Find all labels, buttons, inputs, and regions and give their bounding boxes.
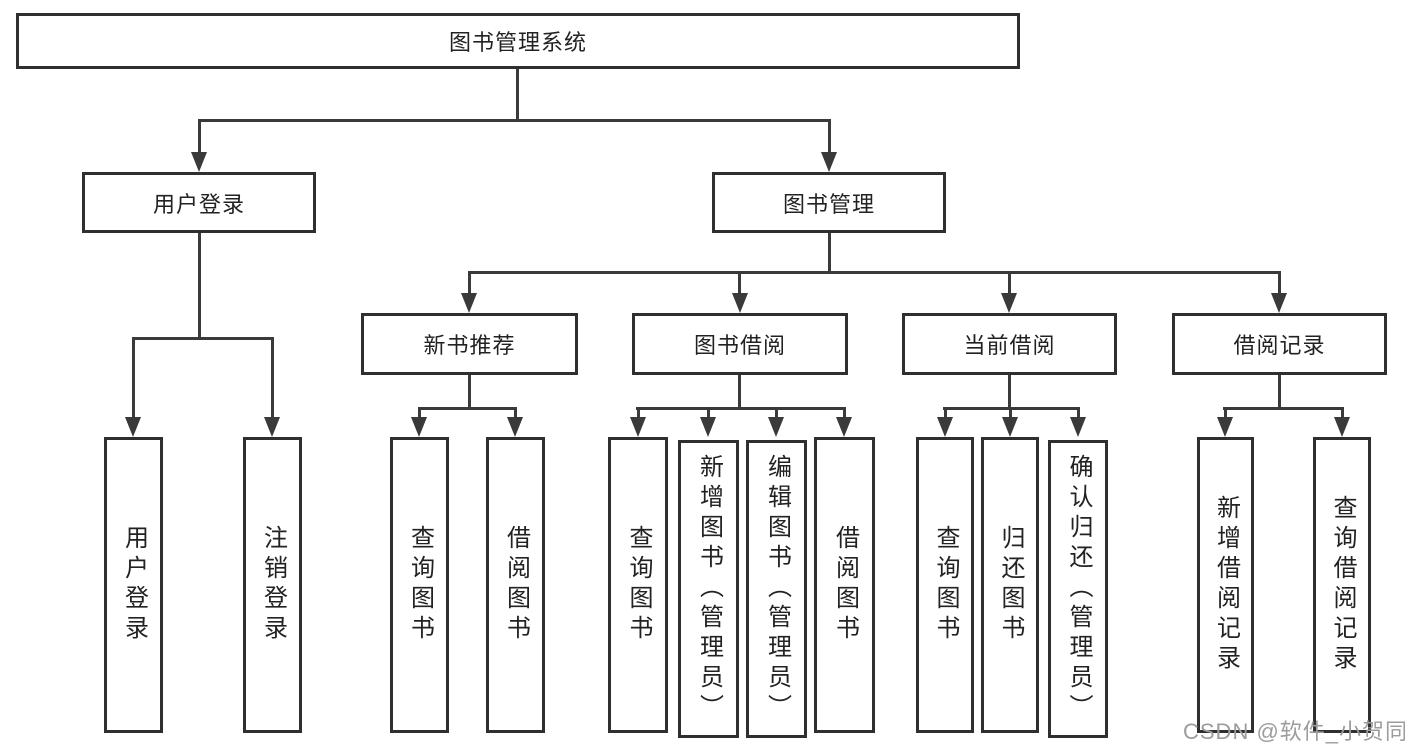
leaf-add-books-admin: 新增图书（管理员）	[678, 440, 739, 738]
connector-drop	[468, 271, 471, 295]
node-root: 图书管理系统	[16, 13, 1020, 69]
leaf-query-books-recommend-label: 查询图书	[406, 525, 434, 645]
connector-recommend-stem	[468, 375, 471, 407]
leaf-query-books-borrowing-label: 查询图书	[625, 525, 652, 645]
connector-drop	[637, 407, 640, 419]
connector-arrowhead	[507, 417, 523, 437]
connector-arrowhead	[1002, 417, 1018, 437]
leaf-borrow-books-recommend: 借阅图书	[486, 437, 545, 733]
leaf-borrow-books-recommend-label: 借阅图书	[502, 525, 530, 645]
leaf-logout-label: 注销登录	[259, 525, 287, 645]
connector-arrowhead	[937, 417, 953, 437]
connector-recommend-bus	[418, 407, 517, 410]
connector-arrowhead	[461, 293, 477, 313]
connector-drop	[1008, 271, 1011, 295]
connector-drop	[271, 337, 274, 417]
leaf-add-books-admin-label: 新增图书（管理员）	[695, 454, 723, 724]
connector-current-stem	[1008, 375, 1011, 407]
connector-arrowhead	[125, 417, 141, 437]
node-root-label: 图书管理系统	[448, 30, 587, 55]
connector-arrowhead	[1001, 293, 1017, 313]
node-book-management-label: 图书管理	[782, 191, 875, 217]
node-user-login: 用户登录	[82, 172, 316, 233]
connector-arrowhead	[191, 152, 207, 172]
connector-user-login-stem	[198, 233, 201, 337]
node-book-borrowing: 图书借阅	[632, 313, 848, 375]
node-borrowing-records-label: 借阅记录	[1233, 333, 1326, 358]
connector-arrowhead	[836, 417, 852, 437]
connector-user-login-drop	[198, 119, 201, 154]
connector-arrowhead	[1334, 417, 1350, 437]
node-book-borrowing-label: 图书借阅	[693, 333, 786, 358]
connector-drop	[944, 407, 947, 419]
leaf-user-login: 用户登录	[104, 437, 163, 733]
node-current-borrowing: 当前借阅	[902, 313, 1117, 375]
node-new-book-recommendation: 新书推荐	[361, 313, 578, 375]
connector-drop	[1009, 407, 1012, 419]
leaf-confirm-return-admin-label: 确认归还（管理员）	[1065, 454, 1092, 724]
connector-drop	[843, 407, 846, 419]
connector-book-mgmt-drop	[828, 119, 831, 154]
leaf-query-borrow-record: 查询借阅记录	[1313, 437, 1371, 733]
node-book-management: 图书管理	[712, 172, 946, 233]
node-borrowing-records: 借阅记录	[1172, 313, 1387, 375]
leaf-edit-books-admin: 编辑图书（管理员）	[746, 440, 807, 738]
connector-drop	[1077, 407, 1080, 419]
leaf-borrow-books-borrowing-label: 借阅图书	[831, 525, 859, 645]
leaf-confirm-return-admin: 确认归还（管理员）	[1048, 440, 1108, 738]
connector-arrowhead	[768, 417, 784, 437]
connector-drop	[775, 407, 778, 419]
leaf-add-borrow-record: 新增借阅记录	[1197, 437, 1254, 733]
connector-arrowhead	[821, 152, 837, 172]
leaf-query-books-borrowing: 查询图书	[608, 437, 668, 733]
connector-user-login-bus	[132, 337, 273, 340]
connector-arrowhead	[411, 417, 427, 437]
connector-drop	[132, 337, 135, 417]
connector-records-stem	[1278, 375, 1281, 407]
connector-drop	[1278, 271, 1281, 295]
connector-arrowhead	[1217, 417, 1233, 437]
connector-borrowing-stem	[738, 375, 741, 407]
node-user-login-label: 用户登录	[152, 191, 245, 217]
leaf-edit-books-admin-label: 编辑图书（管理员）	[763, 454, 791, 724]
connector-drop	[1341, 407, 1344, 419]
leaf-logout: 注销登录	[243, 437, 302, 733]
leaf-query-borrow-record-label: 查询借阅记录	[1329, 495, 1356, 675]
connector-root-stem	[516, 69, 519, 119]
connector-drop	[707, 407, 710, 419]
connector-drop	[1224, 407, 1227, 419]
connector-arrowhead	[630, 417, 646, 437]
leaf-user-login-label: 用户登录	[120, 525, 148, 645]
leaf-query-books-current-label: 查询图书	[932, 525, 959, 645]
connector-arrowhead	[1271, 293, 1287, 313]
connector-level3-bus	[468, 271, 1281, 274]
leaf-return-books: 归还图书	[981, 437, 1039, 733]
leaf-query-books-current: 查询图书	[916, 437, 974, 733]
connector-drop	[418, 407, 421, 419]
node-current-borrowing-label: 当前借阅	[963, 333, 1056, 358]
connector-level2-bus	[198, 119, 831, 122]
connector-borrowing-bus	[636, 407, 846, 410]
leaf-borrow-books-borrowing: 借阅图书	[814, 437, 875, 733]
connector-drop	[514, 407, 517, 419]
csdn-watermark: CSDN @软件_小贺同学	[1183, 719, 1405, 744]
connector-arrowhead	[732, 293, 748, 313]
leaf-add-borrow-record-label: 新增借阅记录	[1212, 495, 1240, 675]
connector-arrowhead	[1070, 417, 1086, 437]
connector-drop	[738, 271, 741, 295]
leaf-return-books-label: 归还图书	[997, 525, 1024, 645]
leaf-query-books-recommend: 查询图书	[390, 437, 449, 733]
connector-arrowhead	[700, 417, 716, 437]
node-new-book-recommendation-label: 新书推荐	[423, 333, 516, 358]
connector-records-bus	[1223, 407, 1344, 410]
connector-arrowhead	[264, 417, 280, 437]
connector-book-mgmt-stem	[828, 233, 831, 271]
